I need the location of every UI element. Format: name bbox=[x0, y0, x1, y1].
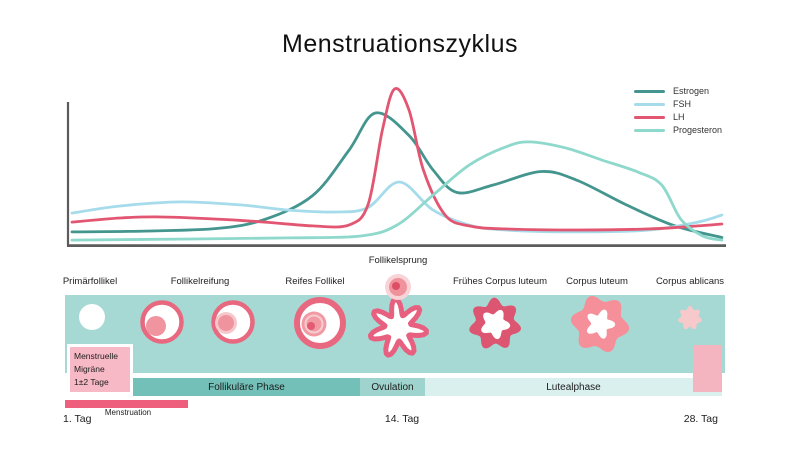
stage-label-fruehes-corpus-luteum: Frühes Corpus luteum bbox=[453, 276, 547, 287]
menstruation-label: Menstruation bbox=[104, 408, 152, 417]
phase-bar-follicular: Follikuläre Phase bbox=[133, 378, 360, 396]
legend-label: LH bbox=[673, 112, 685, 122]
follicle-rupture bbox=[367, 274, 429, 358]
day-label-1: 1. Tag bbox=[63, 413, 92, 425]
hormone-curves bbox=[70, 87, 724, 242]
legend-label: FSH bbox=[673, 99, 691, 109]
corpus-albicans bbox=[678, 305, 702, 330]
follicle-primary bbox=[79, 304, 105, 330]
stage-label-reifes-follikel: Reifes Follikel bbox=[285, 276, 345, 287]
page-title: Menstruationszyklus bbox=[282, 30, 518, 58]
legend-line-icon bbox=[634, 90, 665, 93]
legend-item-progesteron: Progesteron bbox=[634, 124, 722, 137]
menstruation-bar bbox=[65, 400, 188, 408]
early-corpus-luteum bbox=[469, 297, 522, 349]
ovum-nucleus bbox=[392, 282, 400, 290]
follicle-maturing-early bbox=[140, 300, 184, 344]
legend-line-icon bbox=[634, 129, 665, 132]
legend-label: Estrogen bbox=[673, 86, 710, 96]
cycle-end-marker bbox=[693, 345, 722, 392]
stage-label-corpus-luteum: Corpus luteum bbox=[566, 276, 628, 287]
legend-line-icon bbox=[634, 116, 665, 119]
curve-progesteron bbox=[70, 140, 724, 242]
legend-label: Progesteron bbox=[673, 125, 723, 135]
day-label-14: 14. Tag bbox=[384, 413, 420, 425]
legend-item-fsh: FSH bbox=[634, 98, 722, 111]
day-label-28: 28. Tag bbox=[683, 413, 718, 425]
stage-label-corpus-ablicans: Corpus ablicans bbox=[655, 276, 725, 287]
stage-label-follikelreifung: Follikelreifung bbox=[170, 276, 230, 287]
legend-line-icon bbox=[634, 103, 665, 106]
phase-bar-luteal: Lutealphase bbox=[425, 378, 722, 396]
migraine-note: Menstruelle Migräne 1±2 Tage bbox=[67, 344, 133, 396]
follicle-maturing-late bbox=[211, 300, 255, 344]
curve-fsh bbox=[70, 180, 724, 234]
legend-item-estrogen: Estrogen bbox=[634, 85, 722, 98]
phase-bar-ovulation: Ovulation bbox=[360, 378, 425, 396]
corpus-luteum bbox=[570, 295, 630, 353]
curve-lh bbox=[70, 87, 724, 232]
stage-label-follikelsprung: Follikelsprung bbox=[368, 255, 428, 266]
follicle-mature bbox=[294, 297, 346, 349]
legend-item-lh: LH bbox=[634, 111, 722, 124]
stage-label-primaerfollikel: Primärfollikel bbox=[62, 276, 118, 287]
